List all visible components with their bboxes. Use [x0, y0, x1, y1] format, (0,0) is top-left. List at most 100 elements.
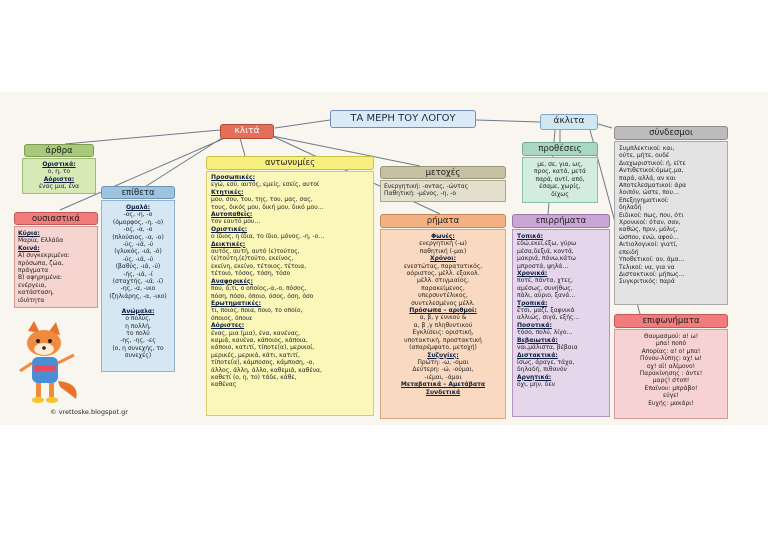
rimata-line: ενεργητική (-ω): [419, 240, 467, 248]
epifonimata-line: εύγε!: [663, 392, 679, 400]
epitheta-line: -ης, -ης, -ες: [120, 337, 156, 345]
ousiastika-line: Β) αφηρημένα:: [18, 274, 63, 282]
link-antonymies: [239, 137, 246, 157]
rimata-line: Δεύτερη: -ώ, -ούμαι,: [412, 366, 474, 374]
epitheta-box: Ομαλά:-ος, -η, -ο(όμορφος, -η, -ο)-ος, -…: [101, 200, 175, 372]
syndesmoi-line: ώσπου, ενώ, αφού…: [619, 233, 679, 241]
rimata-line: α, β, γ ενικού &: [419, 314, 467, 322]
epifonimata-line: μπα! ποπό: [655, 340, 687, 348]
rimata-line: παθητική (-μαι): [419, 247, 467, 255]
syndesmoi-line: ούτε, μήτε, ουδέ: [619, 152, 670, 160]
klita-branch-label: κλιτά: [220, 124, 274, 139]
syndesmoi-line: Χρονικοί: όταν, σαν,: [619, 219, 681, 227]
rimata-line: α, β ,γ πληθυντικού: [413, 321, 473, 329]
syndesmoi-line: Επεξηγηματικοί:: [619, 196, 669, 204]
epirrimata-line: όχι, μην, δεν: [517, 381, 556, 389]
syndesmoi-line: επειδή: [619, 248, 639, 256]
ousiastika-line: Κύρια:: [18, 230, 40, 237]
epirrimata-line: μακριά, πάνω,κάτω: [517, 255, 576, 263]
epitheta-line: (σταχτής, -ιά, -ί): [112, 278, 164, 286]
syndesmoi-line: καθώς, πριν, μόλις,: [619, 226, 678, 234]
rimata-line: παρακείμενος,: [421, 284, 465, 292]
epirrimata-line: Ποσοτικά:: [517, 321, 552, 329]
epitheta-line: (πλούσιος, -α, -ο): [112, 233, 164, 241]
epirrimata-line: ίσως, άραγε, τάχα,: [517, 358, 575, 366]
antonymies-line: τίποτε(α), κάμποσος, κάμποση, -ο,: [211, 359, 315, 367]
epirrimata-line: Χρονικά:: [517, 270, 548, 278]
epirrimata-line: μπροστά, ψηλά…: [517, 262, 569, 270]
epitheta-line: -ος, -η, -ο: [123, 211, 153, 219]
protheseis-line: με, σε, για, ως,: [537, 161, 583, 168]
protheseis-header: προθέσεις: [522, 142, 598, 156]
protheseis-line: παρά, αντί, από,: [535, 175, 585, 183]
rimata-line: Μεταβατικά – Αμετάβατα: [400, 381, 486, 389]
syndesmoi-line: Αιτιολογικοί: γιατί,: [619, 241, 678, 249]
epirrimata-line: έτσι, μαζί, ξαφνικά: [517, 307, 575, 315]
arthra-line: Αόριστα:: [43, 175, 75, 183]
rimata-line: Χρόνοι:: [430, 255, 456, 263]
link-klita: [274, 119, 331, 129]
antonymies-line: τους, δικός μου, δική μου, δικό μου…: [211, 203, 324, 211]
rimata-header: ρήματα: [380, 214, 506, 228]
epitheta-line: -ης, -α, -ικο: [120, 285, 156, 293]
link-aklita: [475, 119, 541, 123]
antonymies-line: πόση, πόσο, όποιο, όσος, όση, όσο: [211, 292, 314, 300]
epifonimata-header: επιφωνήματα: [614, 314, 728, 328]
link-ousiastika: [59, 137, 226, 211]
rimata-line: (απαρέμφατο, μετοχή): [409, 344, 477, 352]
syndesmoi-line: Συμπλεκτικοί: και,: [619, 145, 675, 152]
antonymies-line: ένας, μια (μια), ένα, κανένας,: [211, 329, 301, 337]
antonymies-line: Ερωτηματικές:: [211, 299, 261, 307]
rimata-line: μέλλ. στιγμιαίος,: [417, 277, 469, 285]
syndesmoi-line: Ειδικοί: πως, που, ότι: [619, 211, 684, 219]
epitheta-line: -ής, -ιά, -ί: [123, 270, 153, 278]
syndesmoi-line: Αποτελεσματικοί: άρα: [619, 182, 687, 190]
epitheta-line: [104, 300, 172, 307]
syndesmoi-line: λοιπόν, ώστε, που…: [619, 189, 679, 197]
epifonimata-line: Ευχής: μακάρι!: [648, 399, 694, 407]
antonymies-line: Αόριστες:: [211, 322, 245, 330]
antonymies-line: άλλος, άλλη, άλλο, καθεμιά, καθένα,: [211, 366, 322, 374]
arthra-line: ο, η, το: [47, 168, 71, 176]
epifonimata-line: Πόνου-λύπης: αχ! ω!: [640, 355, 702, 363]
antonymies-line: Προσωπικές:: [211, 174, 255, 181]
protheseis-line: προς, κατά, μετά: [534, 168, 586, 176]
epifonimata-line: μαρς! στοπ!: [652, 377, 690, 385]
epitheta-line: (ο, η συνεχής, το: [112, 344, 164, 352]
epitheta-line: (ζηλιάρης, -α, -ικο): [109, 292, 167, 300]
epirrimata-line: Τροπικά:: [517, 299, 548, 307]
epifonimata-line: Απορίας: α! ο! μπα!: [641, 347, 701, 355]
antonymies-line: κάποιο, κατιτί, τίποτε(α), μερικοί,: [211, 344, 315, 352]
epirrimata-line: ποτέ, πάντα, χτες,: [517, 277, 574, 285]
syndesmoi-header: σύνδεσμοι: [614, 126, 728, 140]
epitheta-line: (βαθύς, -ιά, -ύ): [115, 263, 161, 271]
antonymies-line: τον εαυτό μου…: [211, 218, 261, 226]
rimata-line: Συζυγίες:: [427, 351, 459, 359]
antonymies-line: καθένας: [211, 381, 237, 389]
epirrimata-line: αλλιώς, σιγά, εξής…: [517, 314, 580, 322]
rimata-line: Εγκλίσεις: οριστική,: [412, 329, 474, 337]
metoxes-header: μετοχές: [380, 166, 506, 179]
syndesmoi-line: Τελικοί: να, για να: [619, 263, 675, 271]
syndesmoi-line: Διαχωριστικοί: ή, είτε: [619, 159, 686, 167]
epirrimata-line: Αρνητικά:: [517, 373, 552, 381]
rimata-line: Φωνές:: [431, 233, 455, 240]
syndesmoi-line: παρά, αλλά, αν και: [619, 174, 676, 182]
antonymies-line: όποιος, όποια: [211, 314, 252, 322]
epitheta-line: συνεχές): [124, 352, 152, 360]
antonymies-line: ο ίδιος, η ίδια, το ίδιο, μόνος, -η, -ο…: [211, 233, 325, 241]
rimata-line: υποτακτική, προστακτική: [404, 336, 482, 344]
rimata-line: αόριστος, μέλλ. εξακολ.: [406, 270, 480, 278]
epirrimata-line: Βεβαιωτικά:: [517, 336, 558, 344]
link-metoxes: [271, 135, 421, 167]
antonymies-line: καθετί (ο, η, το) τάδε, κάθε,: [211, 373, 297, 381]
antonymies-line: εκείνη, εκείνο, τέτοιος, τέτοια,: [211, 262, 307, 270]
epifonimata-line: Επαίνου: μπράβο!: [644, 384, 698, 392]
epirrimata-line: τόσο, πολύ, λίγο…: [517, 329, 573, 337]
arthra-header: άρθρα: [24, 144, 94, 157]
aklita-branch-label: άκλιτα: [540, 114, 598, 130]
syndesmoi-line: Συγκριτικός: παρά: [619, 278, 675, 286]
